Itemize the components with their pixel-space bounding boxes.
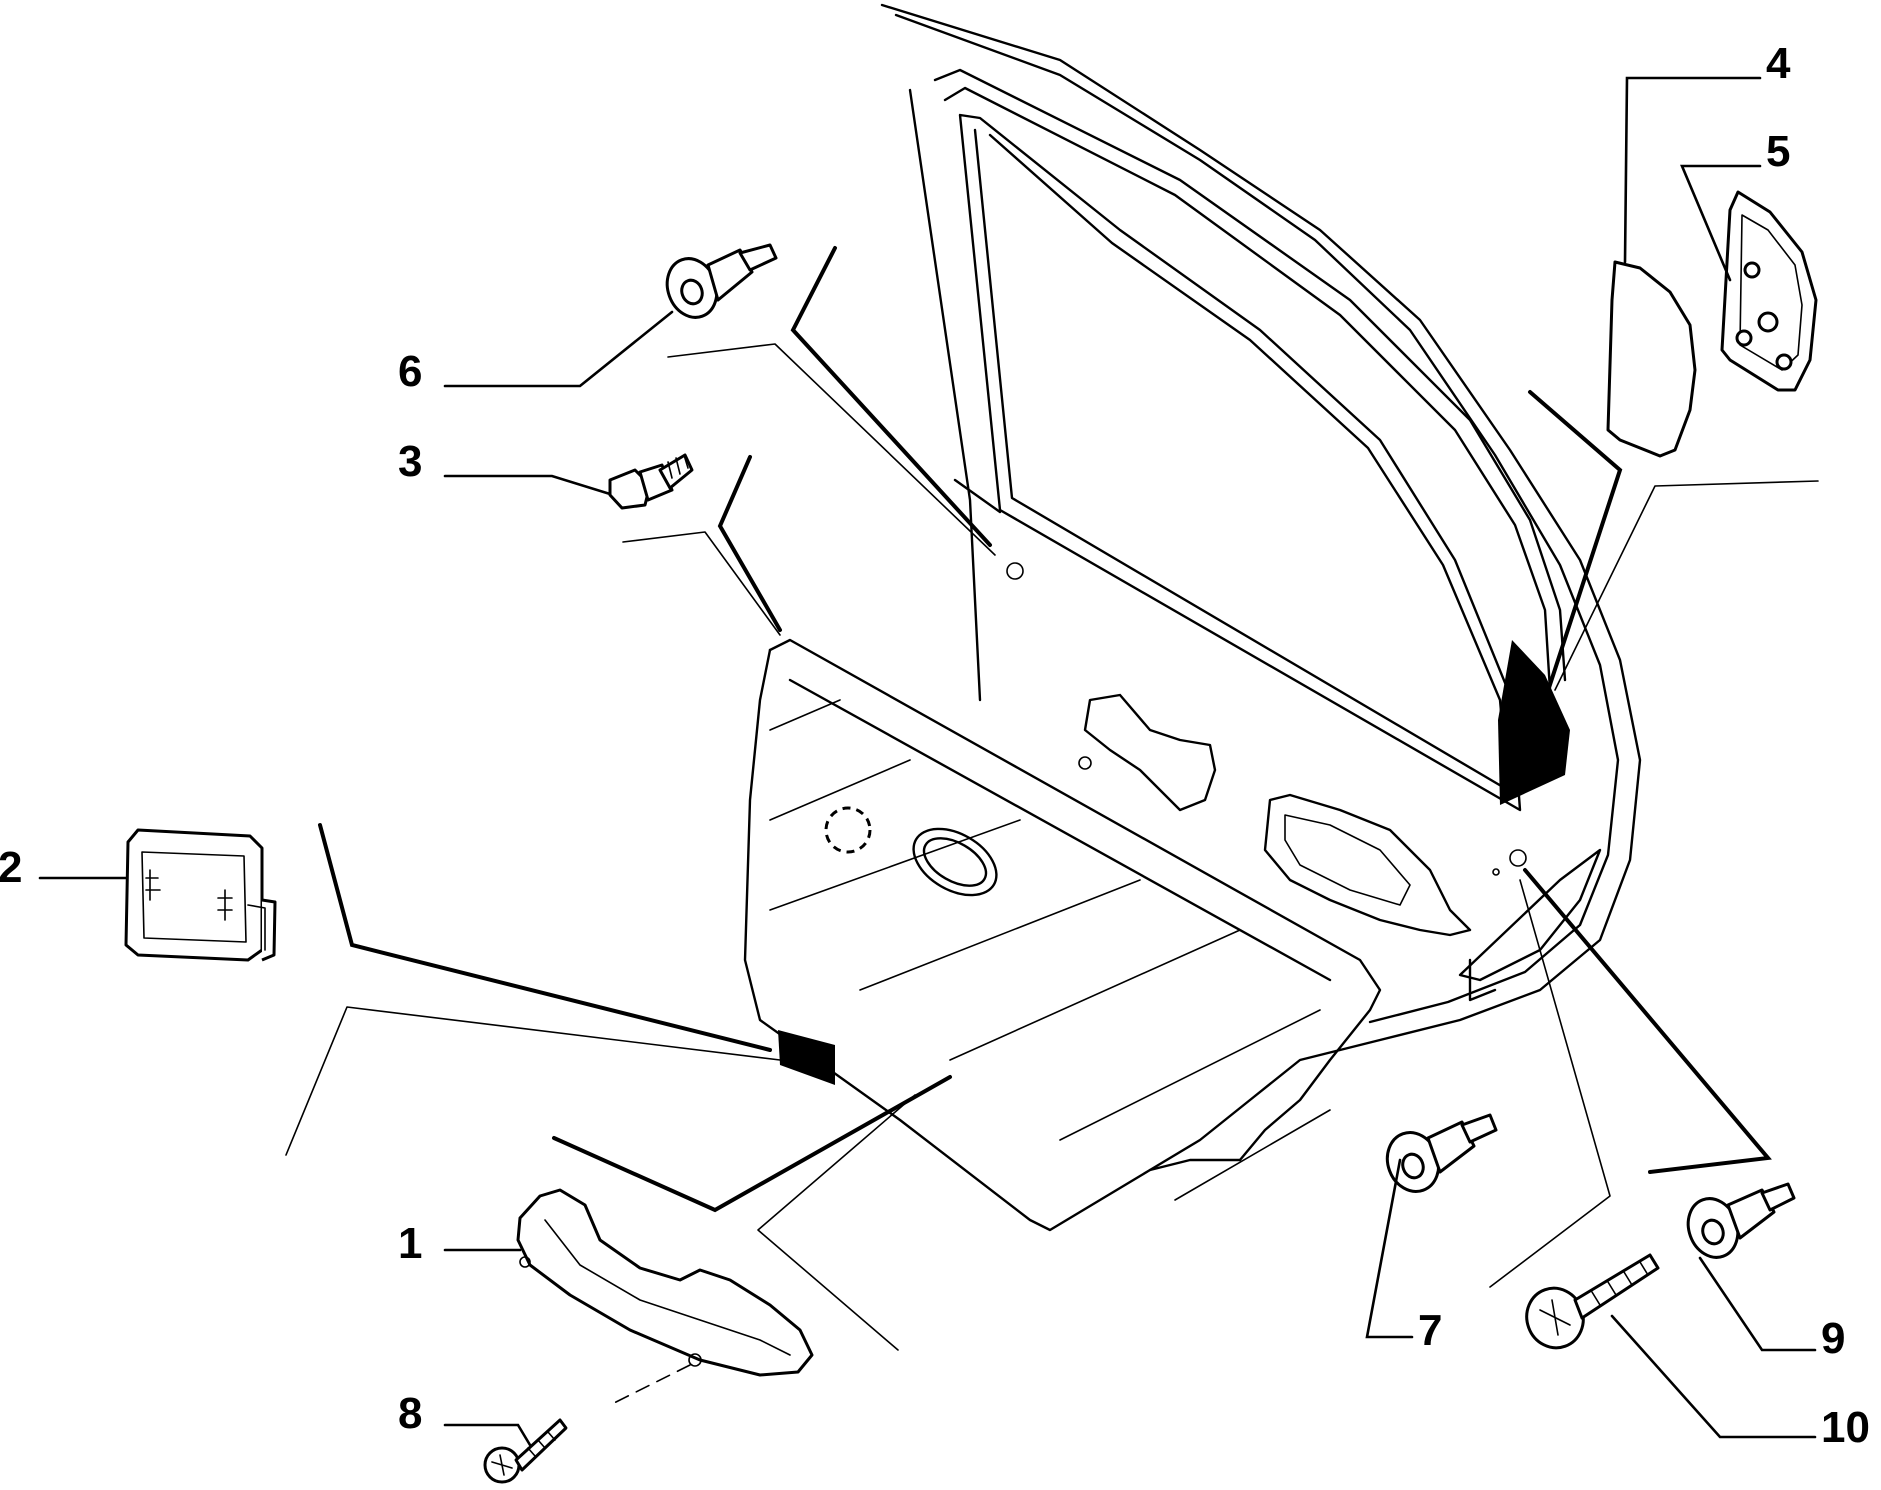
door-panel (743, 3, 1642, 1232)
callout-9: 9 (1821, 1314, 1845, 1363)
screw-part-3 (608, 453, 694, 510)
screw-part-10 (1525, 1253, 1660, 1350)
pad-part-4 (1606, 260, 1697, 458)
clip-part-7 (1385, 1113, 1498, 1193)
callout-5: 5 (1766, 127, 1790, 176)
callout-labels: 1 2 3 4 5 6 7 8 9 10 (0, 39, 1870, 1452)
callout-3: 3 (398, 437, 422, 486)
clip-part-6 (665, 243, 778, 319)
section-marks (285, 246, 1819, 1351)
callout-7: 7 (1418, 1306, 1442, 1355)
grab-handle-part (516, 1188, 814, 1406)
clip-part-9 (1686, 1182, 1796, 1259)
bracket-part-5 (1720, 190, 1818, 392)
callout-1: 1 (398, 1219, 422, 1268)
callout-10: 10 (1821, 1403, 1870, 1452)
callout-4: 4 (1766, 39, 1791, 88)
callout-8: 8 (398, 1389, 422, 1438)
interior-light-part (124, 828, 277, 962)
callout-2: 2 (0, 843, 22, 892)
leader-lines (38, 76, 1817, 1447)
callout-6: 6 (398, 347, 422, 396)
screw-part-8 (483, 1418, 568, 1484)
